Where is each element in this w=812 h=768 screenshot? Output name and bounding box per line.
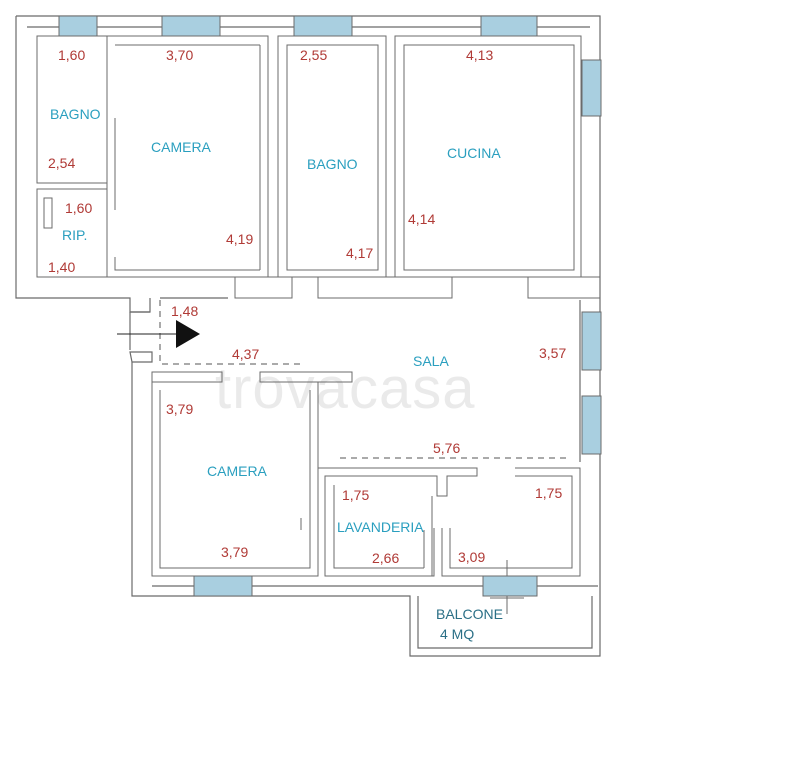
label-camera-top: CAMERA bbox=[151, 139, 212, 155]
windows bbox=[58, 15, 602, 597]
dim-hall: 4,37 bbox=[232, 346, 259, 362]
label-balcone: BALCONE bbox=[436, 606, 503, 622]
label-lavanderia: LAVANDERIA bbox=[337, 519, 424, 535]
window-right-1 bbox=[581, 59, 602, 117]
label-camera-bottom: CAMERA bbox=[207, 463, 268, 479]
label-rip: RIP. bbox=[62, 227, 87, 243]
label-cucina: CUCINA bbox=[447, 145, 501, 161]
watermark-text: trovacasa bbox=[215, 356, 475, 421]
lavanderia-room bbox=[333, 485, 433, 576]
window-right-2 bbox=[581, 311, 602, 371]
dimension-labels: 1,60 2,54 3,70 4,19 2,55 4,17 4,13 4,14 … bbox=[48, 47, 566, 566]
dim-sala-h: 3,57 bbox=[539, 345, 566, 361]
dim-cucina-h: 4,14 bbox=[408, 211, 435, 227]
dim-camera-bottom-h: 3,79 bbox=[166, 401, 193, 417]
dim-bagno-mid-w: 2,55 bbox=[300, 47, 327, 63]
dim-right-w: 3,09 bbox=[458, 549, 485, 565]
dim-lav-w: 2,66 bbox=[372, 550, 399, 566]
dim-rip-h: 1,40 bbox=[48, 259, 75, 275]
window-top-4 bbox=[480, 15, 538, 37]
dim-cucina-w: 4,13 bbox=[466, 47, 493, 63]
dim-camera-bottom-w: 3,79 bbox=[221, 544, 248, 560]
window-bottom-1 bbox=[193, 575, 253, 597]
dim-sala-w: 5,76 bbox=[433, 440, 460, 456]
dim-bagno-small-h: 2,54 bbox=[48, 155, 75, 171]
entry-arrow-icon bbox=[117, 320, 200, 348]
window-bottom-2 bbox=[482, 575, 538, 597]
label-sala: SALA bbox=[413, 353, 449, 369]
label-bagno-small: BAGNO bbox=[50, 106, 101, 122]
window-top-3 bbox=[293, 15, 353, 37]
dim-bagno-small-w: 1,60 bbox=[58, 47, 85, 63]
dashed-guides bbox=[159, 300, 570, 459]
label-balcone-area: 4 MQ bbox=[440, 626, 474, 642]
window-top-1 bbox=[58, 15, 98, 37]
dim-lav-h: 1,75 bbox=[342, 487, 369, 503]
dim-rip-w: 1,60 bbox=[65, 200, 92, 216]
dim-camera-top-h: 4,19 bbox=[226, 231, 253, 247]
dim-bagno-mid-h: 4,17 bbox=[346, 245, 373, 261]
window-top-2 bbox=[161, 15, 221, 37]
dim-right-h: 1,75 bbox=[535, 485, 562, 501]
dim-camera-top-w: 3,70 bbox=[166, 47, 193, 63]
outer-walls bbox=[15, 15, 601, 657]
dim-entry: 1,48 bbox=[171, 303, 198, 319]
label-bagno-mid: BAGNO bbox=[307, 156, 358, 172]
room-labels: BAGNO CAMERA BAGNO CUCINA RIP. SALA CAME… bbox=[50, 106, 503, 642]
corridor-walls bbox=[234, 276, 601, 299]
window-right-3 bbox=[581, 395, 602, 455]
right-bottom-room bbox=[441, 467, 581, 614]
